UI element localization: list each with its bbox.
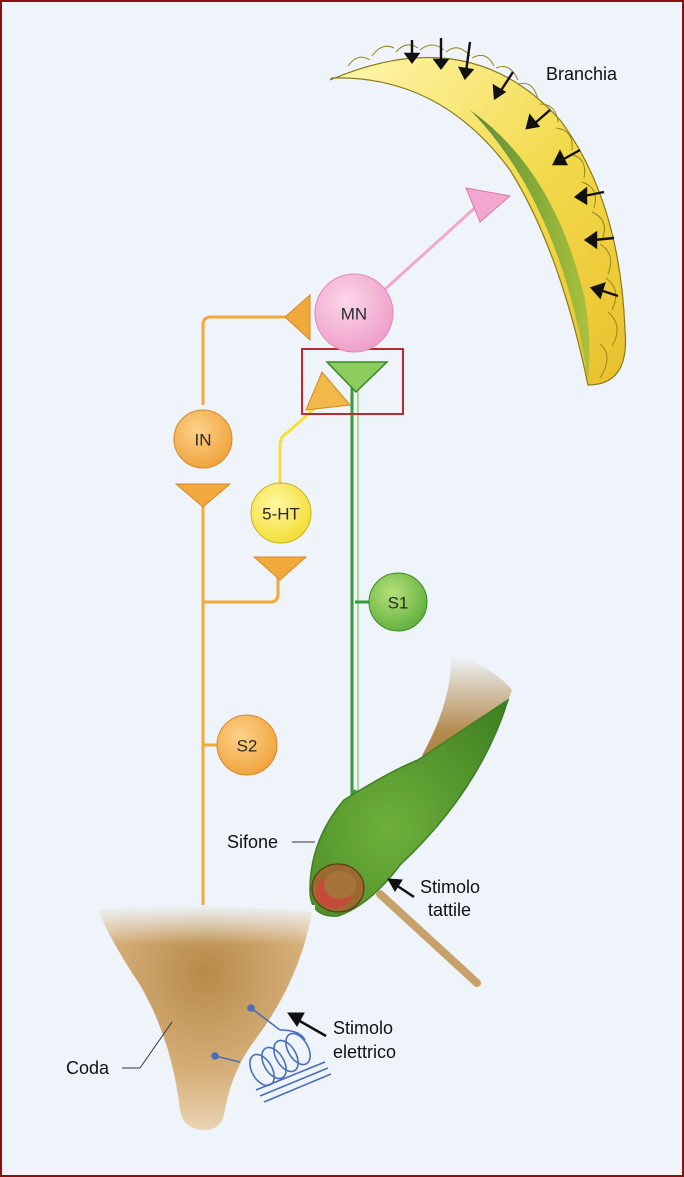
interneuron: IN — [174, 410, 232, 468]
tactile-stimulus-label-2: tattile — [428, 900, 471, 920]
motor-neuron-label: MN — [341, 305, 367, 324]
motor-neuron: MN — [315, 274, 393, 352]
electric-stimulus-label-2: elettrico — [333, 1042, 396, 1062]
sensory-neuron-s2-label: S2 — [237, 737, 258, 756]
sensory-neuron-s1-label: S1 — [388, 594, 409, 613]
tactile-stimulus-label-1: Stimolo — [420, 877, 480, 897]
gill-label: Branchia — [546, 64, 618, 84]
sensory-neuron-s1: S1 — [369, 573, 427, 631]
siphon-label: Sifone — [227, 832, 278, 852]
sensory-neuron-s2: S2 — [217, 715, 277, 775]
tail-label: Coda — [66, 1058, 110, 1078]
electric-stimulus-label-1: Stimolo — [333, 1018, 393, 1038]
serotonergic-neuron: 5-HT — [251, 483, 311, 543]
interneuron-label: IN — [195, 431, 212, 450]
serotonergic-neuron-label: 5-HT — [262, 505, 300, 524]
